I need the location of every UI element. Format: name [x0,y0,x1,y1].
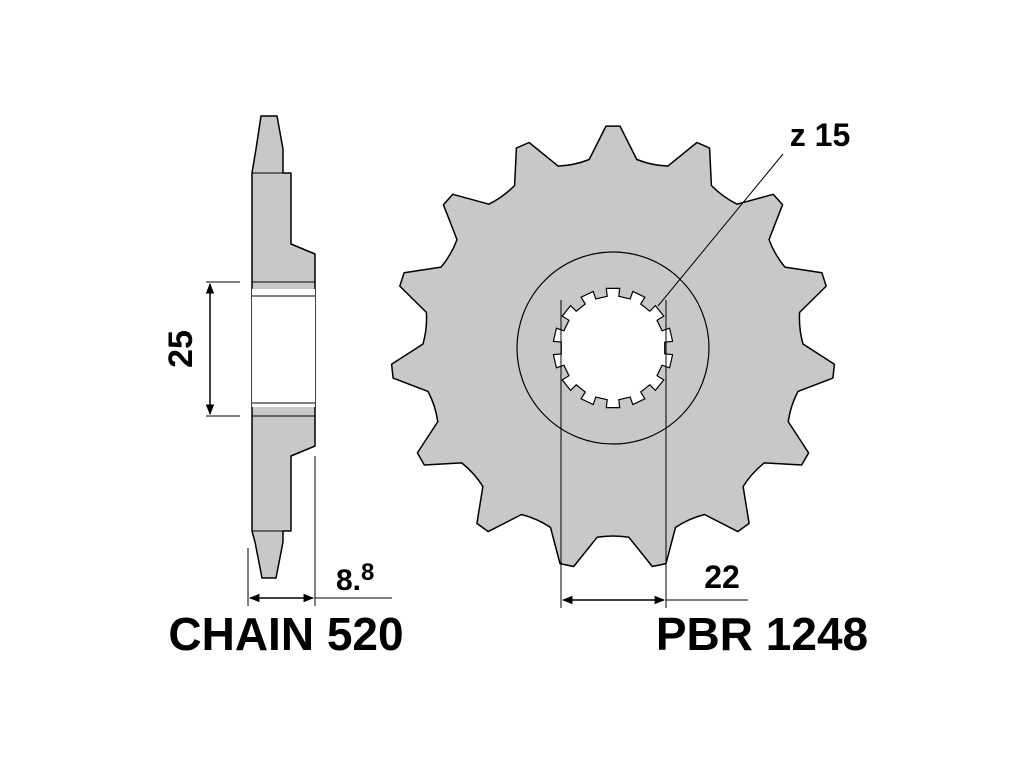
tooth-count-label: z 15 [790,117,850,153]
tooth-count-leader-line [657,153,784,307]
thickness-label-main: 8. [336,564,361,597]
hub-height-label: 25 [162,330,200,368]
front-view: z 15 22 PBR 1248 [390,117,868,660]
spline-bore [552,287,674,409]
chain-label: CHAIN 520 [168,608,403,660]
part-number-label: PBR 1248 [656,608,868,660]
thickness-label: 8.8 [336,559,374,597]
hub-circle [516,251,710,445]
side-profile-view: 25 8.8 CHAIN 520 [162,115,404,660]
spline-width-label: 22 [704,559,740,595]
side-profile-hub-band [252,289,315,407]
thickness-label-superscript: 8 [361,559,374,586]
